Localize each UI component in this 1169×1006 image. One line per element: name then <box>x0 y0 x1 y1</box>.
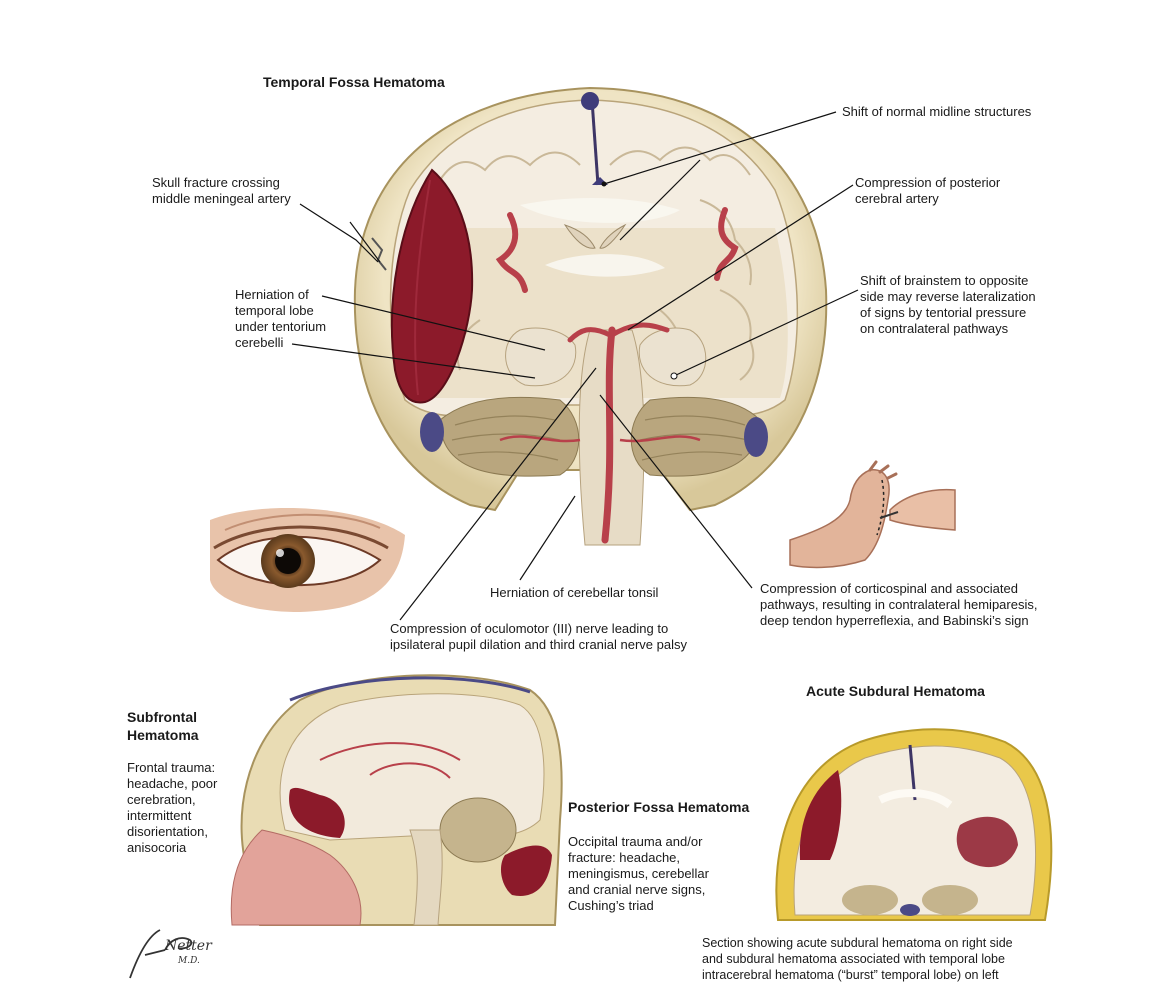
posterior-fossa-title: Posterior Fossa Hematoma <box>568 799 750 815</box>
lateral-ventricle <box>563 224 596 249</box>
coronal-section-illustration <box>353 86 828 546</box>
temporal-fossa-title: Temporal Fossa Hematoma <box>263 74 445 90</box>
label-compression-oculomotor: Compression of oculomotor (III) nerve le… <box>390 621 688 652</box>
temporal-lobe <box>505 327 577 387</box>
subfrontal-hematoma <box>289 787 345 838</box>
posterior-cerebral-artery <box>567 322 670 343</box>
transverse-sinus <box>744 417 768 457</box>
babinski-sign-foot-illustration <box>789 460 956 569</box>
label-shift-brainstem: Shift of brainstem to opposite side may … <box>860 273 1036 336</box>
label-herniation-tonsil: Herniation of cerebellar tonsil <box>490 585 659 600</box>
svg-text:M.D.: M.D. <box>177 956 200 966</box>
cerebellar-arteries <box>499 435 701 443</box>
transverse-sinus <box>420 412 444 452</box>
middle-cerebral-artery <box>714 207 739 281</box>
label-compression-corticospinal: Compression of corticospinal and associa… <box>760 581 1038 628</box>
cerebellar-folia <box>451 415 749 461</box>
acute-subdural-section-illustration <box>775 728 1053 921</box>
label-herniation-temporal: Herniation of temporal lobe under tentor… <box>235 287 327 350</box>
white-matter-band <box>545 254 665 277</box>
dilated-pupil-eye-illustration <box>210 508 405 612</box>
label-compression-pca: Compression of posterior cerebral artery <box>855 175 1001 206</box>
subfrontal-title: Subfrontal Hematoma <box>127 709 199 743</box>
temporal-lobe-burst-hematoma <box>956 816 1018 868</box>
leader-lines <box>291 111 859 621</box>
fracture-line <box>371 237 387 271</box>
label-shift-midline: Shift of normal midline structures <box>842 104 1032 119</box>
acute-subdural-title: Acute Subdural Hematoma <box>806 683 985 699</box>
middle-cerebral-artery <box>495 212 528 293</box>
acute-subdural-hematoma <box>799 770 842 860</box>
posterior-fossa-hematoma <box>500 845 552 896</box>
epidural-hematoma <box>390 168 474 404</box>
subfrontal-description: Frontal trauma: headache, poor cerebrati… <box>127 760 218 855</box>
label-skull-fracture: Skull fracture crossing middle meningeal… <box>152 175 291 206</box>
sagittal-section-illustration <box>230 674 563 926</box>
posterior-fossa-description: Occipital trauma and/or fracture: headac… <box>568 834 709 913</box>
svg-text:Netter: Netter <box>164 938 213 954</box>
netter-signature: Netter M.D. <box>129 929 213 979</box>
superior-sagittal-sinus <box>581 92 599 110</box>
lateral-ventricle <box>599 223 627 249</box>
acute-subdural-description: Section showing acute subdural hematoma … <box>702 936 1013 982</box>
corpus-callosum <box>520 198 680 223</box>
basilar-artery <box>601 326 616 544</box>
temporal-lobe <box>638 327 707 387</box>
falx-cerebri <box>590 99 600 186</box>
